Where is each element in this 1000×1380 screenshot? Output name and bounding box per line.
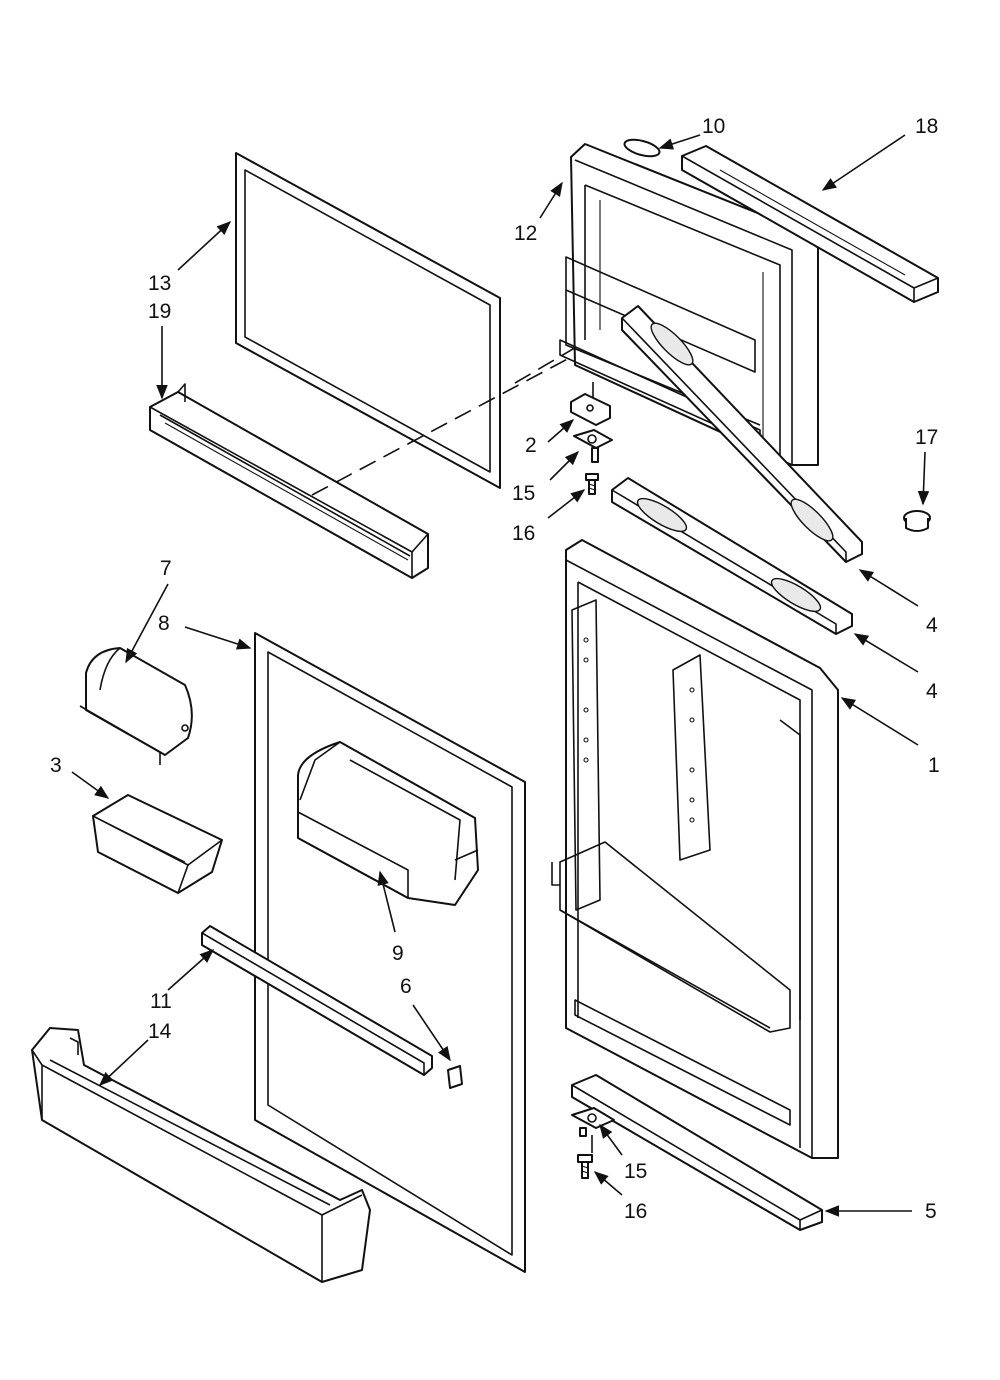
callout-5: 5 [925, 1200, 937, 1223]
fresh-food-door [551, 539, 839, 1159]
plug-button [903, 510, 931, 532]
hinge-screw-upper [585, 473, 599, 495]
hinge-bracket-lower [571, 1107, 615, 1137]
callout-2: 2 [525, 434, 537, 457]
callout-16-lower: 16 [624, 1200, 647, 1223]
callout-11: 11 [150, 990, 172, 1013]
callout-9: 9 [392, 942, 404, 965]
door-handle-upper [621, 305, 863, 563]
callout-1: 1 [928, 754, 940, 777]
callout-4-lower: 4 [926, 680, 938, 703]
hinge-plate [570, 393, 611, 426]
callout-7: 7 [160, 557, 172, 580]
door-shelf-bin [31, 1027, 371, 1283]
bottom-hinge-cover [571, 1074, 823, 1231]
callout-18: 18 [915, 115, 938, 138]
callout-16-upper: 16 [512, 522, 535, 545]
callout-10: 10 [702, 115, 725, 138]
callout-8: 8 [158, 612, 170, 635]
freezer-door-shelf [149, 383, 429, 579]
hinge-screw-lower [577, 1154, 593, 1179]
callout-13: 13 [148, 272, 171, 295]
dairy-compartment [297, 741, 479, 906]
small-door-bin [92, 794, 223, 894]
callout-3: 3 [50, 754, 62, 777]
callout-15-lower: 15 [624, 1160, 647, 1183]
callout-19: 19 [148, 300, 171, 323]
callout-4-upper: 4 [926, 614, 938, 637]
callout-17: 17 [915, 426, 938, 449]
freezer-door [559, 143, 819, 466]
trim-strip [201, 925, 433, 1076]
door-plug [623, 138, 661, 158]
top-hinge-cover [681, 145, 939, 303]
leader-lines [71, 134, 930, 1217]
freezer-door-gasket [235, 152, 501, 489]
callout-6: 6 [400, 975, 412, 998]
callout-12: 12 [514, 222, 537, 245]
hinge-bracket-upper [573, 429, 613, 463]
callout-15-upper: 15 [512, 482, 535, 505]
door-handle-lower [611, 477, 853, 635]
dairy-door [79, 647, 193, 765]
callout-labels: 10 18 12 13 19 2 15 16 17 4 4 7 8 1 3 9 … [50, 115, 940, 1223]
trim-end-cap [447, 1065, 463, 1089]
callout-14: 14 [148, 1020, 172, 1043]
